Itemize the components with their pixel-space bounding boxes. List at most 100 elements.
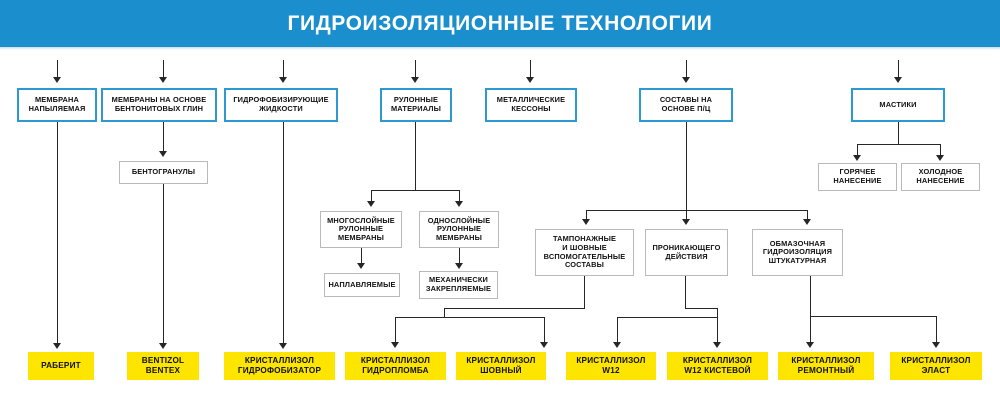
product-label-line2: BENTEX <box>145 366 181 375</box>
connector-tamponazhnye-stem <box>584 276 586 309</box>
arrowhead-obmazochnaya <box>803 219 812 225</box>
node-sostavy-na-osnove-pc[interactable]: СОСТАВЫ НА ОСНОВЕ П/Ц <box>639 88 733 122</box>
connector-gidrofob-to-product <box>283 122 285 344</box>
header-shadow <box>0 47 1000 50</box>
node-rulonnye-materialy[interactable]: РУЛОННЫЕ МАТЕРИАЛЫ <box>380 88 452 122</box>
connector-sostavy-drop-3 <box>807 210 809 221</box>
node-label-line3: МЕМБРАНЫ <box>338 232 384 242</box>
arrowhead-holodnoe <box>936 155 945 161</box>
product-label-line2: РЕМОНТНЫЙ <box>797 366 855 375</box>
connector-pronik-bus <box>617 317 718 319</box>
node-tamponazhnye-i-shovnye[interactable]: ТАМПОНАЖНЫЕ И ШОВНЫЕ ВСПОМОГАТЕЛЬНЫЕ СОС… <box>535 229 634 276</box>
arrowhead-bentizol <box>159 343 168 349</box>
connector-sostavy-drop-1 <box>586 210 588 221</box>
product-label-line1: КРИСТАЛЛИЗОЛ <box>576 356 646 366</box>
connector-to-w12 <box>617 317 619 343</box>
node-mastiki[interactable]: МАСТИКИ <box>851 88 945 122</box>
product-label-line2: ШОВНЫЙ <box>480 366 522 375</box>
node-label-line3: МЕМБРАНЫ <box>436 232 482 242</box>
node-label-line3: ВСПОМОГАТЕЛЬНЫЕ <box>543 251 626 261</box>
node-label-line2: ДЕЙСТВИЯ <box>665 251 708 261</box>
connector-mastiki-bus <box>857 144 941 146</box>
product-kristallizol-w12[interactable]: КРИСТАЛЛИЗОЛ W12 <box>566 352 656 380</box>
node-label-line1: ТАМПОНАЖНЫЕ <box>552 234 617 244</box>
product-label-line1: BENTIZOL <box>141 356 185 366</box>
arrowhead-top-5 <box>682 77 691 83</box>
node-label-line2: ЖИДКОСТИ <box>259 104 303 113</box>
node-label-line2: МАТЕРИАЛЫ <box>390 104 441 113</box>
product-kristallizol-remontnyy[interactable]: КРИСТАЛЛИЗОЛ РЕМОНТНЫЙ <box>778 352 874 380</box>
connector-rulonnye-stem <box>415 122 417 190</box>
product-label-line1: КРИСТАЛЛИЗОЛ <box>466 356 536 366</box>
node-goryachee-nanesenie[interactable]: ГОРЯЧЕЕ НАНЕСЕНИЕ <box>818 163 897 191</box>
connector-pronik-jog <box>685 308 718 310</box>
connector-rulonnye-bus <box>371 190 460 192</box>
arrowhead-top-2 <box>279 77 288 83</box>
node-pronikayushchego-deystviya[interactable]: ПРОНИКАЮЩЕГО ДЕЙСТВИЯ <box>645 229 728 276</box>
node-label-line2: НАНЕСЕНИЕ <box>916 176 965 185</box>
node-odnosloynye-rulonnye-membrany[interactable]: ОДНОСЛОЙНЫЕ РУЛОННЫЕ МЕМБРАНЫ <box>419 211 499 248</box>
arrowhead-naplavlyaemye <box>357 263 366 269</box>
arrowhead-w12 <box>613 342 622 348</box>
node-label-line1: МЕМБРАНЫ НА ОСНОВЕ <box>111 95 207 105</box>
product-label-line1: РАБЕРИТ <box>41 361 81 371</box>
page-title: ГИДРОИЗОЛЯЦИОННЫЕ ТЕХНОЛОГИИ <box>287 11 713 35</box>
node-mehanicheski-zakreplyaemye[interactable]: МЕХАНИЧЕСКИ ЗАКРЕПЛЯЕМЫЕ <box>419 271 498 299</box>
connector-to-elast <box>936 316 938 343</box>
product-kristallizol-shovnyy[interactable]: КРИСТАЛЛИЗОЛ ШОВНЫЙ <box>456 352 546 380</box>
node-obmazochnaya-gidroizolyatsiya[interactable]: ОБМАЗОЧНАЯ ГИДРОИЗОЛЯЦИЯ ШТУКАТУРНАЯ <box>752 229 843 276</box>
node-label-line1: ОБМАЗОЧНАЯ <box>769 238 826 248</box>
arrowhead-elast <box>932 342 941 348</box>
node-label-line1: МЕМБРАНА <box>34 95 80 105</box>
arrowhead-gidrofobizator <box>279 343 288 349</box>
product-kristallizol-gidroplomba[interactable]: КРИСТАЛЛИЗОЛ ГИДРОПЛОМБА <box>345 352 446 380</box>
node-label-line1: ХОЛОДНОЕ <box>918 167 963 177</box>
node-label-line1: ПРОНИКАЮЩЕГО <box>652 242 721 252</box>
arrowhead-bentogranuly <box>159 151 168 157</box>
product-raberit[interactable]: РАБЕРИТ <box>28 352 94 380</box>
connector-tamponazhnye-bus2 <box>395 317 545 319</box>
node-label-line2: КЕССОНЫ <box>511 104 551 113</box>
node-label-line2: БЕНТОНИТОВЫХ ГЛИН <box>114 104 204 113</box>
product-label-line1: КРИСТАЛЛИЗОЛ <box>244 356 315 366</box>
node-label-line1: ГИДРОФОБИЗИРУЮЩИЕ <box>233 95 329 105</box>
connector-bentogranuly-to-bentizol <box>163 184 165 344</box>
product-label-line1: КРИСТАЛЛИЗОЛ <box>360 356 431 366</box>
arrowhead-top-3 <box>411 77 420 83</box>
arrowhead-top-4 <box>526 77 535 83</box>
connector-top-0 <box>57 60 59 78</box>
connector-membrana-to-raberit <box>57 122 59 344</box>
product-label-line2: ЭЛАСТ <box>921 366 951 375</box>
node-membrana-napylyaemaya[interactable]: МЕМБРАНА НАПЫЛЯЕМАЯ <box>17 88 97 122</box>
connector-rulonnye-drop-left <box>371 190 373 203</box>
node-label-line2: РУЛОННЫЕ <box>436 224 482 234</box>
node-label-line2: ОСНОВЕ П/Ц <box>661 104 711 113</box>
arrowhead-top-1 <box>159 77 168 83</box>
node-holodnoe-nanesenie[interactable]: ХОЛОДНОЕ НАНЕСЕНИЕ <box>901 163 980 191</box>
node-membrany-bentonit[interactable]: МЕМБРАНЫ НА ОСНОВЕ БЕНТОНИТОВЫХ ГЛИН <box>101 88 217 122</box>
node-metallicheskie-kessony[interactable]: МЕТАЛЛИЧЕСКИЕ КЕССОНЫ <box>485 88 577 122</box>
product-label-line2: W12 КИСТЕВОЙ <box>684 366 751 375</box>
node-mnogosloynye-rulonnye-membrany[interactable]: МНОГОСЛОЙНЫЕ РУЛОННЫЕ МЕМБРАНЫ <box>320 211 402 248</box>
node-label-line1: СОСТАВЫ НА <box>659 95 713 105</box>
header-banner <box>0 0 1000 47</box>
product-label-line1: КРИСТАЛЛИЗОЛ <box>682 356 753 366</box>
product-label-line2: ГИДРОПЛОМБА <box>362 366 429 375</box>
connector-mastiki-stem <box>898 122 900 145</box>
node-label-line1: МЕХАНИЧЕСКИ <box>429 275 488 285</box>
connector-pronik-stem <box>685 276 687 309</box>
node-naplavlyaemye[interactable]: НАПЛАВЛЯЕМЫЕ <box>324 273 400 297</box>
connector-sostavy-stem <box>686 122 688 210</box>
node-gidrofobiziruyushchie[interactable]: ГИДРОФОБИЗИРУЮЩИЕ ЖИДКОСТИ <box>224 88 338 122</box>
arrowhead-top-0 <box>53 77 62 83</box>
arrowhead-remontnyy <box>806 342 815 348</box>
product-kristallizol-w12-kistevoy[interactable]: КРИСТАЛЛИЗОЛ W12 КИСТЕВОЙ <box>667 352 768 380</box>
connector-tamponazhnye-bus <box>444 308 585 310</box>
product-kristallizol-gidrofobizator[interactable]: КРИСТАЛЛИЗОЛ ГИДРОФОБИЗАТОР <box>224 352 335 380</box>
arrowhead-mehanicheski <box>455 263 464 269</box>
product-kristallizol-elast[interactable]: КРИСТАЛЛИЗОЛ ЭЛАСТ <box>890 352 982 380</box>
connector-mastiki-drop-right <box>940 144 942 156</box>
node-bentogranuly[interactable]: БЕНТОГРАНУЛЫ <box>119 161 208 184</box>
connector-multilayer-to-naplav <box>361 248 363 264</box>
product-bentizol-bentex[interactable]: BENTIZOL BENTEX <box>127 352 199 380</box>
